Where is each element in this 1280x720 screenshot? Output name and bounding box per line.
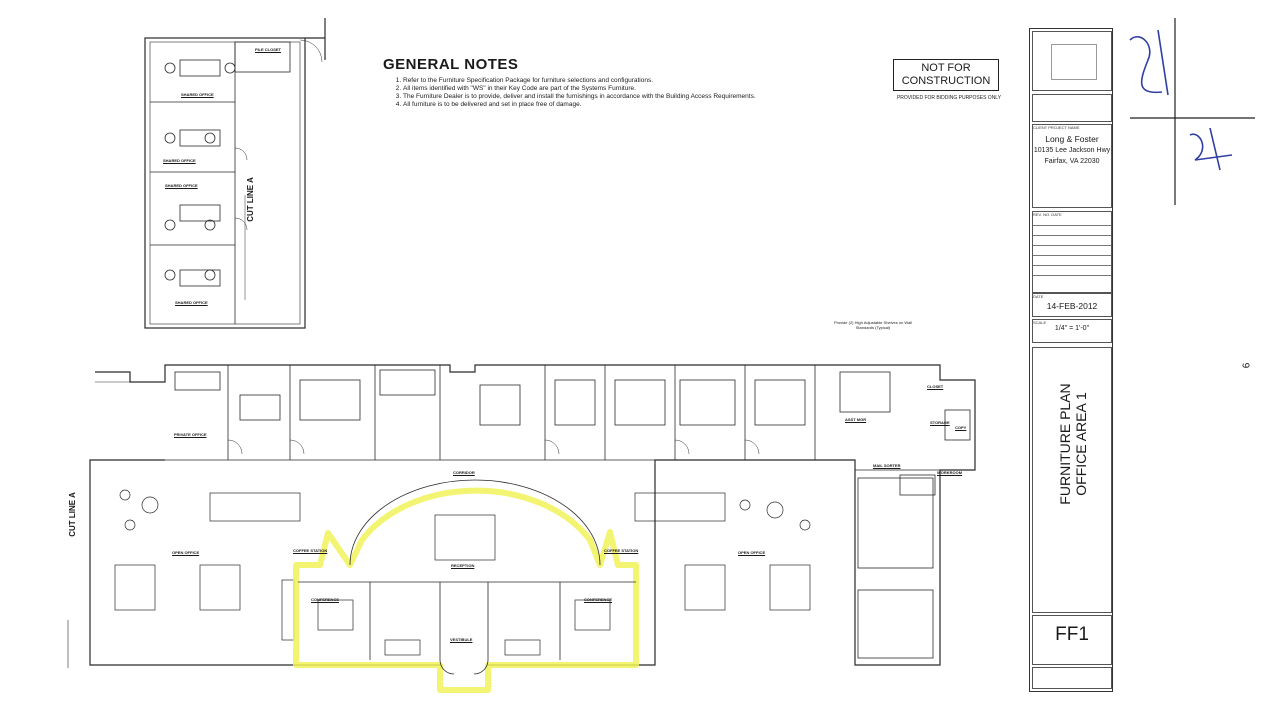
date-label: DATE <box>1033 294 1044 299</box>
cut-line-label: CUT LINE A <box>245 177 255 222</box>
date-box: DATE 14-FEB-2012 <box>1032 293 1112 317</box>
room-label: VESTIBULE <box>450 637 473 642</box>
room-label: OPEN OFFICE <box>738 550 766 555</box>
drawing-scale: 1/4" = 1'-0" <box>1054 325 1090 332</box>
note-item: Refer to the Furniture Specification Pac… <box>403 77 853 85</box>
room-label: COFFEE STATION <box>293 548 328 553</box>
drawing-title-box: FURNITURE PLAN OFFICE AREA 1 <box>1032 347 1112 613</box>
room-label: CONFERENCE <box>311 597 340 602</box>
address-line-2: Fairfax, VA 22030 <box>1044 158 1100 165</box>
drawing-title-line-1: FURNITURE PLAN <box>1057 383 1073 505</box>
room-label: STORAGE <box>930 420 950 425</box>
top-row-offices <box>165 365 891 461</box>
client-info: CLIENT PROJECT NAME Long & Foster 10135 … <box>1032 124 1112 208</box>
room-label: FILE CLOSET <box>255 47 281 52</box>
upper-wing-rooms <box>150 39 323 324</box>
cut-line-label: CUT LINE A <box>67 492 77 537</box>
main-floor-outline <box>89 364 976 666</box>
handwritten-marks <box>1129 29 1233 171</box>
drawing-date: 14-FEB-2012 <box>1046 301 1098 311</box>
stamp-subtext: PROVIDED FOR BIDDING PURPOSES ONLY <box>896 95 1002 101</box>
stamp-line-1: NOT FOR <box>921 62 971 74</box>
room-label: SHARED OFFICE <box>181 92 214 97</box>
scale-box: SCALE 1/4" = 1'-0" <box>1032 319 1112 343</box>
drawing-title: FURNITURE PLAN OFFICE AREA 1 <box>1057 364 1089 524</box>
room-label: OPEN OFFICE <box>172 550 200 555</box>
logo-box <box>1032 31 1112 91</box>
stamp-line-2: CONSTRUCTION <box>901 75 991 87</box>
room-label: ASST MGR <box>845 417 867 422</box>
note-item: The Furniture Dealer is to provide, deli… <box>403 93 853 101</box>
general-notes-list: Refer to the Furniture Specification Pac… <box>383 77 853 109</box>
firm-info <box>1032 94 1112 122</box>
room-label: SHARED OFFICE <box>175 300 208 305</box>
address-line-1: 10135 Lee Jackson Hwy <box>1033 147 1111 154</box>
room-label: PRIVATE OFFICE <box>174 432 207 437</box>
page-number: 6 <box>1241 362 1253 369</box>
room-label: MAIL SORTER <box>873 463 901 468</box>
revision-header: REV. NO. DATE <box>1033 212 1062 217</box>
furniture <box>114 489 811 656</box>
not-for-construction-stamp: NOT FOR CONSTRUCTION <box>893 59 999 91</box>
room-label: SHARED OFFICE <box>165 183 198 188</box>
note-item: All items identified with "WS" in their … <box>403 85 853 93</box>
shelves-note: Provide (2) High Adjustable Shelves on W… <box>833 320 913 330</box>
room-label: CLOSET <box>927 384 944 389</box>
room-label: SHARED OFFICE <box>163 158 196 163</box>
copyright-box <box>1032 667 1112 689</box>
revision-table: REV. NO. DATE <box>1032 211 1112 293</box>
room-label: COPY <box>955 425 967 430</box>
sheet-number-box: FF1 <box>1032 615 1112 665</box>
reception-highlight <box>293 487 639 693</box>
logo-placeholder <box>1051 44 1097 80</box>
room-label: WORKROOM <box>937 470 963 475</box>
general-notes: GENERAL NOTES Refer to the Furniture Spe… <box>383 56 853 109</box>
sheet-number: FF1 <box>1055 624 1089 645</box>
client-name: Long & Foster <box>1045 134 1099 144</box>
room-label: CORRIDOR <box>453 470 475 475</box>
title-block: CLIENT PROJECT NAME Long & Foster 10135 … <box>1029 28 1113 692</box>
client-label: CLIENT PROJECT NAME <box>1033 125 1080 130</box>
drawing-title-line-2: OFFICE AREA 1 <box>1073 392 1089 496</box>
room-label: COFFEE STATION <box>604 548 639 553</box>
room-label: RECEPTION <box>451 563 475 568</box>
upper-wing-outline <box>144 37 306 329</box>
right-service-rooms <box>855 409 975 659</box>
room-label: CONFERENCE <box>584 597 613 602</box>
note-item: All furniture is to be delivered and set… <box>403 101 853 109</box>
scale-label: SCALE <box>1033 320 1047 325</box>
general-notes-title: GENERAL NOTES <box>383 56 519 73</box>
